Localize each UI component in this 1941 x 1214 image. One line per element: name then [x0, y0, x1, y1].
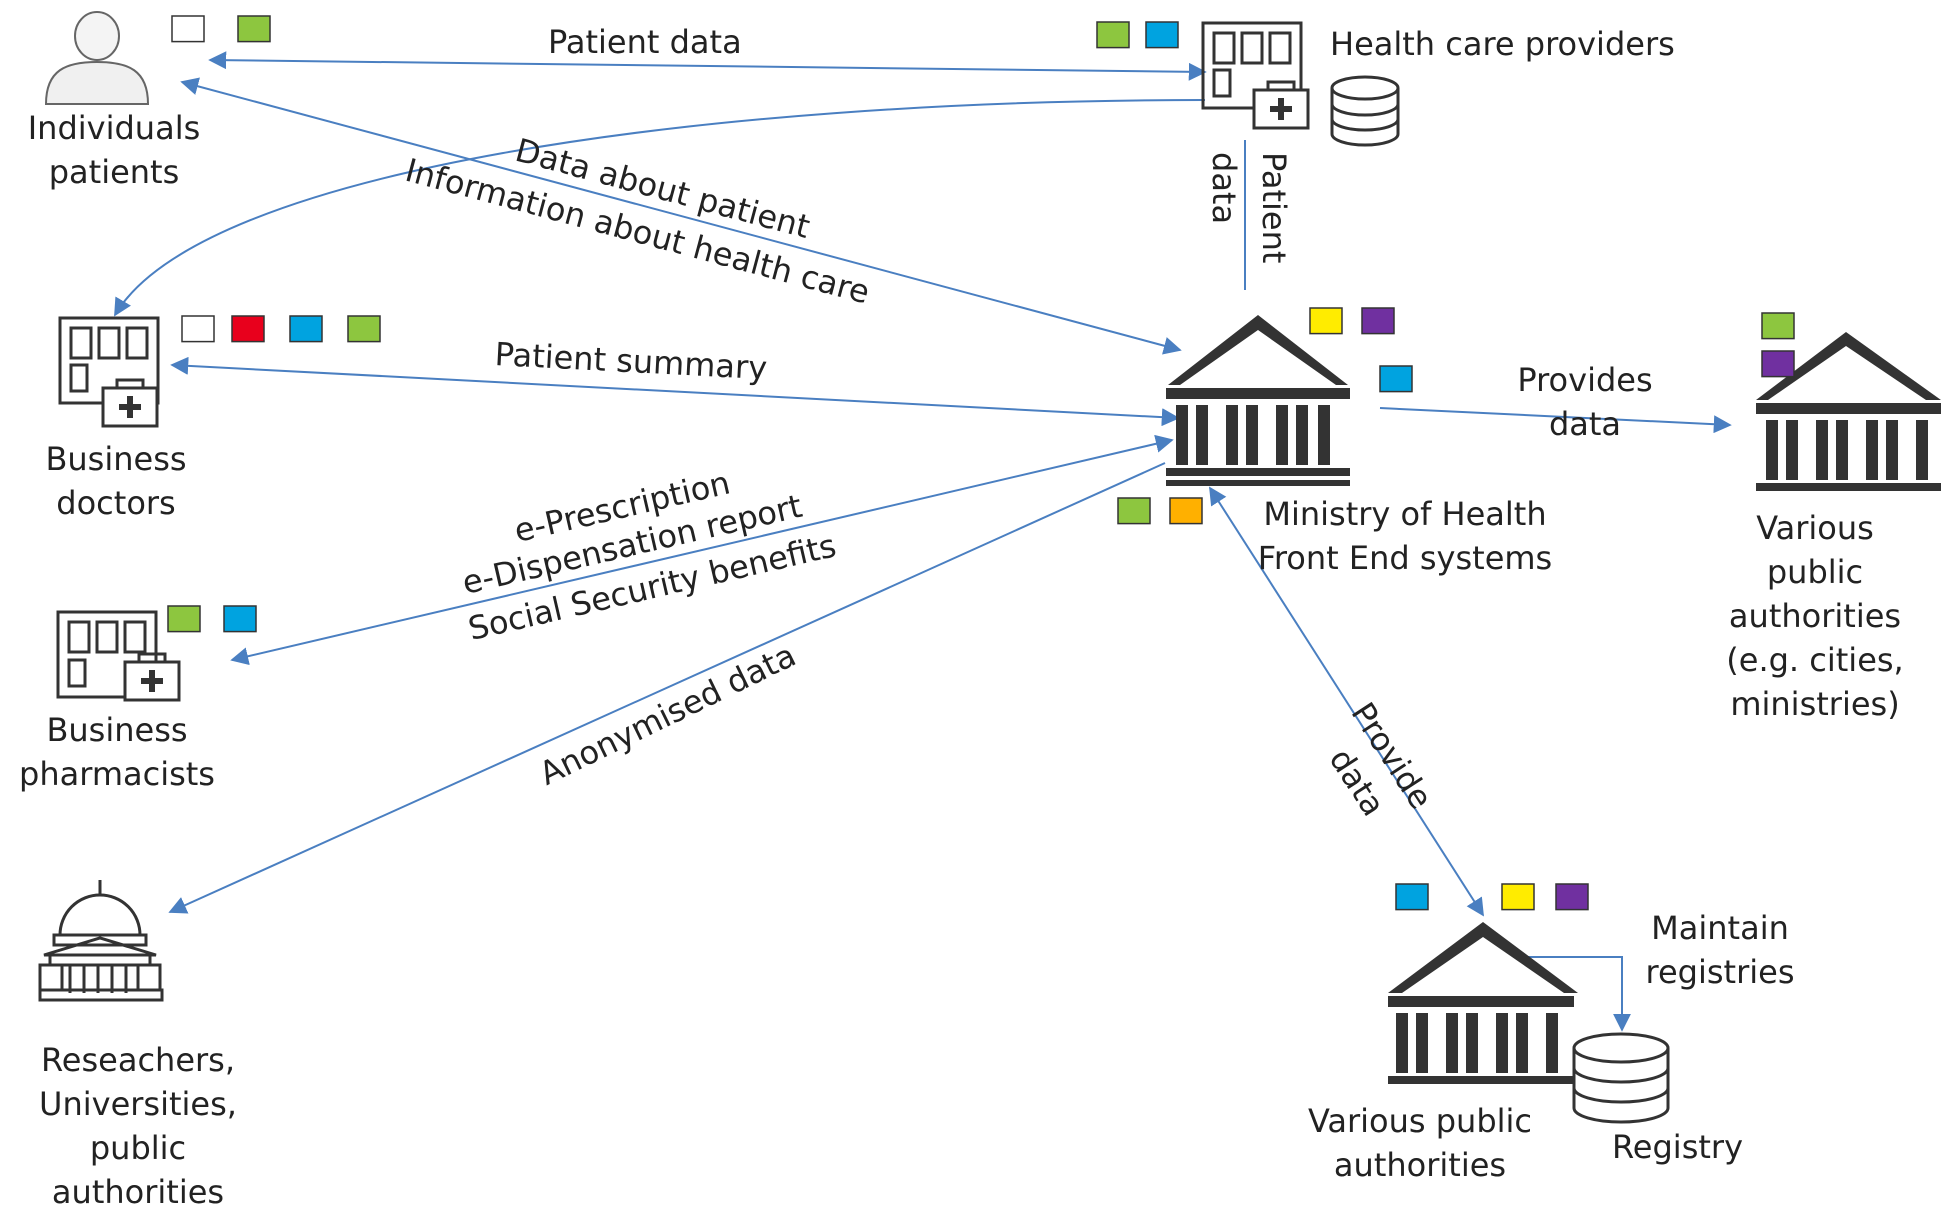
researchers-label-line3: public: [89, 1129, 187, 1167]
providers-database-icon: [1330, 75, 1400, 147]
category-square-patients-green: [237, 15, 271, 43]
ministry-label-line2: Front End systems: [1257, 539, 1553, 577]
public-authorities-right-line4: (e.g. cities,: [1726, 641, 1904, 679]
public-authorities-right-line5: ministries): [1730, 685, 1900, 723]
arrow-maintain-registries: [1520, 956, 1631, 1032]
arrow-anonymised: [168, 462, 1166, 914]
category-square-ministry_right-blue: [1379, 365, 1413, 393]
edge-label-provides-data-line1: Provides: [1517, 361, 1653, 399]
category-square-pharmacists-green: [167, 605, 201, 633]
public-authorities-right-label: Various public authorities (e.g. cities,…: [1700, 506, 1930, 726]
providers-label: Health care providers: [1330, 25, 1675, 63]
public-authorities-right-line1: Various: [1756, 509, 1874, 547]
researchers-label-line2: Universities,: [39, 1085, 237, 1123]
edge-label-provides-data: Provides data: [1480, 358, 1690, 446]
category-square-public_auth_bottom-yellow: [1501, 883, 1535, 911]
category-square-ministry_top-purple: [1361, 307, 1395, 335]
providers-hospital-icon: [1201, 21, 1310, 130]
category-square-public_auth_right-purple: [1761, 350, 1795, 378]
ministry-label-line1: Ministry of Health: [1263, 495, 1547, 533]
doctors-label: Business doctors: [0, 437, 232, 525]
category-square-doctors-blue: [289, 315, 323, 343]
arrow-patients-ministry: [180, 77, 1182, 355]
edge-label-maintain-line1: Maintain: [1651, 909, 1789, 947]
category-square-doctors-green: [347, 315, 381, 343]
category-square-patients-white: [171, 15, 205, 43]
doctors-hospital-icon: [58, 316, 160, 428]
edge-label-patient-data-vertical-2: data: [1205, 152, 1243, 225]
edge-label-provides-data-line2: data: [1548, 405, 1622, 443]
researchers-label-line4: authorities: [51, 1173, 225, 1211]
category-square-public_auth_right-green: [1761, 312, 1795, 340]
ministry-government-building-icon: [1166, 315, 1350, 486]
public-authorities-bottom-line1: Various public: [1307, 1102, 1533, 1140]
public-authorities-bottom-line2: authorities: [1333, 1146, 1507, 1184]
edge-label-maintain-registries: Maintain registries: [1620, 906, 1820, 994]
arrow-provide-data: [1209, 486, 1484, 917]
patients-label: Individuals patients: [0, 106, 228, 194]
public-authorities-right-line3: authorities: [1728, 597, 1902, 635]
edge-label-patient-data-vertical-1: Patient: [1255, 152, 1293, 264]
public-authorities-right-line2: public: [1766, 553, 1864, 591]
researchers-label-line1: Reseachers,: [40, 1041, 235, 1079]
doctors-label-line1: Business: [45, 440, 187, 478]
patients-label-line1: Individuals: [27, 109, 201, 147]
researchers-label: Reseachers, Universities, public authori…: [0, 1038, 276, 1214]
category-square-providers-green: [1096, 21, 1130, 49]
category-square-public_auth_bottom-purple: [1555, 883, 1589, 911]
arrow-eprescription: [230, 434, 1174, 666]
category-square-ministry_bottom-green: [1117, 497, 1151, 525]
registry-database-icon: [1572, 1032, 1670, 1124]
category-squares: [167, 15, 1795, 911]
public-authorities-bottom-government-building-icon: [1388, 922, 1578, 1084]
ministry-label: Ministry of Health Front End systems: [1220, 492, 1590, 580]
capitol-icon: [38, 880, 164, 1002]
category-square-ministry_bottom-orange: [1169, 497, 1203, 525]
edge-label-maintain-line2: registries: [1645, 953, 1795, 991]
category-square-doctors-white: [181, 315, 215, 343]
category-square-pharmacists-blue: [223, 605, 257, 633]
arrow-patient-summary: [170, 356, 1180, 427]
public-authorities-right-government-building-icon: [1756, 332, 1941, 491]
pharmacists-label: Business pharmacists: [0, 708, 234, 796]
patients-label-line2: patients: [48, 153, 180, 191]
arrow-provides-data: [1379, 407, 1732, 434]
category-square-providers-blue: [1145, 21, 1179, 49]
category-square-doctors-red: [231, 315, 265, 343]
doctors-label-line2: doctors: [56, 484, 176, 522]
arrow-patient-data: [208, 51, 1207, 81]
registry-label: Registry: [1612, 1128, 1743, 1166]
public-authorities-bottom-label: Various public authorities: [1280, 1099, 1560, 1187]
person-icon: [44, 11, 150, 105]
edge-label-patient-data: Patient data: [548, 23, 742, 61]
pharmacists-label-line1: Business: [46, 711, 188, 749]
pharmacy-icon: [56, 610, 181, 702]
category-square-ministry_top-yellow: [1309, 307, 1343, 335]
category-square-public_auth_bottom-blue: [1395, 883, 1429, 911]
pharmacists-label-line2: pharmacists: [19, 755, 215, 793]
